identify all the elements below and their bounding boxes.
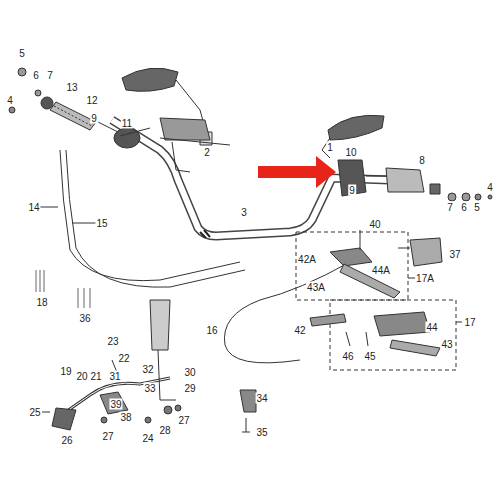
callout-number: 40 [368,219,381,230]
callout-number: 6 [460,202,468,213]
callout-number: 45 [363,351,376,362]
callout-number: 7 [446,202,454,213]
callout-number: 32 [141,364,154,375]
callout-number: 30 [183,367,196,378]
callout-number: 17 [463,317,476,328]
callout-number: 16 [205,325,218,336]
callout-number: 42 [293,325,306,336]
callout-number: 5 [18,48,26,59]
callout-number: 39 [109,399,122,410]
callout-number: 22 [117,353,130,364]
callout-number: 17A [415,273,435,284]
callout-number: 3 [240,207,248,218]
callout-number: 10 [344,147,357,158]
callout-number: 4 [6,95,14,106]
callout-number: 14 [27,202,40,213]
callout-number: 18 [35,297,48,308]
callout-number: 12 [85,95,98,106]
callout-number: 13 [65,82,78,93]
callout-number: 7 [46,70,54,81]
callout-number: 38 [119,412,132,423]
callout-number: 28 [158,425,171,436]
callout-number: 27 [101,431,114,442]
callout-number: 2 [203,147,211,158]
callout-number: 35 [255,427,268,438]
callout-number: 37 [448,249,461,260]
callout-number: 11 [121,118,133,129]
callout-number: 29 [183,383,196,394]
callout-number: 21 [89,371,102,382]
callout-number: 4 [486,182,494,193]
callout-number: 33 [143,383,156,394]
callout-number: 46 [341,351,354,362]
callout-number: 6 [32,70,40,81]
callout-number: 43 [440,339,453,350]
callout-number: 42A [297,254,317,265]
callout-number: 9 [348,185,356,196]
callout-number: 44A [371,265,391,276]
callout-number: 36 [78,313,91,324]
callout-number: 31 [108,371,121,382]
callout-number: 23 [106,336,119,347]
callout-number: 15 [95,218,108,229]
callout-number: 19 [59,366,72,377]
callout-number: 9 [90,113,98,124]
callout-number: 44 [425,322,438,333]
callout-number: 24 [141,433,154,444]
callout-number: 1 [326,142,334,153]
callout-number: 8 [418,155,426,166]
callout-number: 43A [306,282,326,293]
callout-number: 25 [28,407,41,418]
callout-number: 27 [177,415,190,426]
callout-number: 20 [75,371,88,382]
callout-number: 34 [255,393,268,404]
callout-number: 5 [473,202,481,213]
callout-number: 26 [60,435,73,446]
